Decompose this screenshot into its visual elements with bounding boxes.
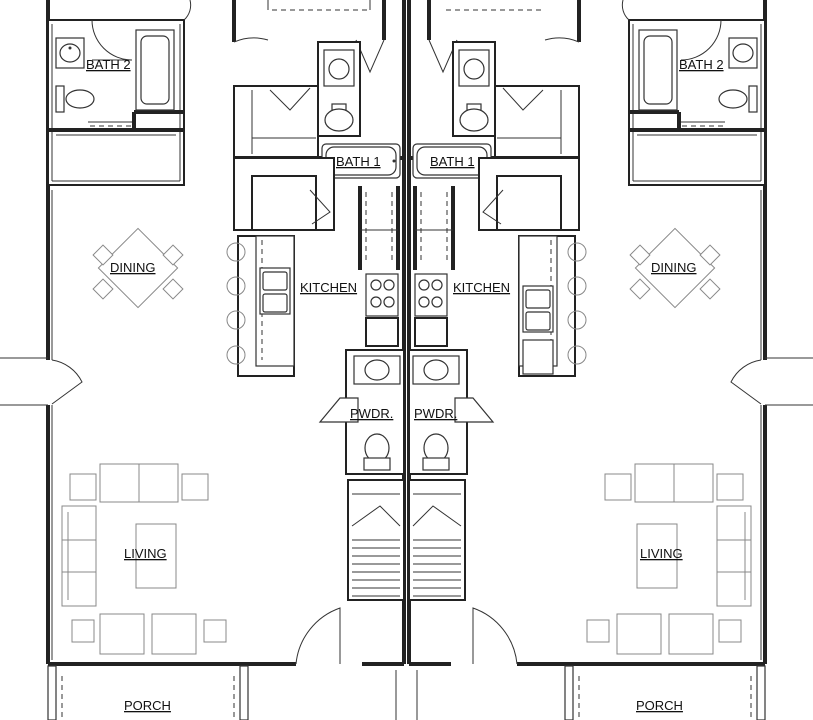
front-door-arc [295, 607, 341, 665]
right-labels: BATH 2 BATH 1 DINING KITCHEN PWDR. LIVIN… [414, 57, 724, 713]
hall-walls [233, 157, 400, 270]
dining-label-right: DINING [651, 260, 697, 275]
pwdr-label-right: PWDR. [414, 406, 457, 421]
bath2-label: BATH 2 [86, 57, 131, 72]
side-door [0, 357, 83, 406]
powder-room: PWDR. [318, 349, 405, 475]
kitchen-label-right: KITCHEN [453, 280, 510, 295]
bath1-label: BATH 1 [336, 154, 381, 169]
unit-left: BATH 2 BATH 1 [0, 0, 406, 720]
bath2-block: BATH 2 [47, 19, 185, 186]
bath2-label-right: BATH 2 [679, 57, 724, 72]
unit-right [407, 0, 813, 720]
bath1-tub: BATH 1 [321, 143, 401, 179]
living-label: LIVING [124, 546, 167, 561]
bath1-label-right: BATH 1 [430, 154, 475, 169]
top-door-arc [183, 0, 192, 21]
kitchen: KITCHEN [226, 235, 399, 377]
kitchen-label: KITCHEN [300, 280, 357, 295]
porch-label: PORCH [124, 698, 171, 713]
stairs [347, 479, 405, 601]
porch: PORCH [47, 665, 397, 720]
porch-label-right: PORCH [636, 698, 683, 713]
dining-label: DINING [110, 260, 156, 275]
living-label-right: LIVING [640, 546, 683, 561]
dining-set: DINING [92, 227, 184, 309]
upper-hall-walls [232, 0, 404, 160]
pwdr-label: PWDR. [350, 406, 393, 421]
living-set: LIVING [61, 463, 227, 655]
